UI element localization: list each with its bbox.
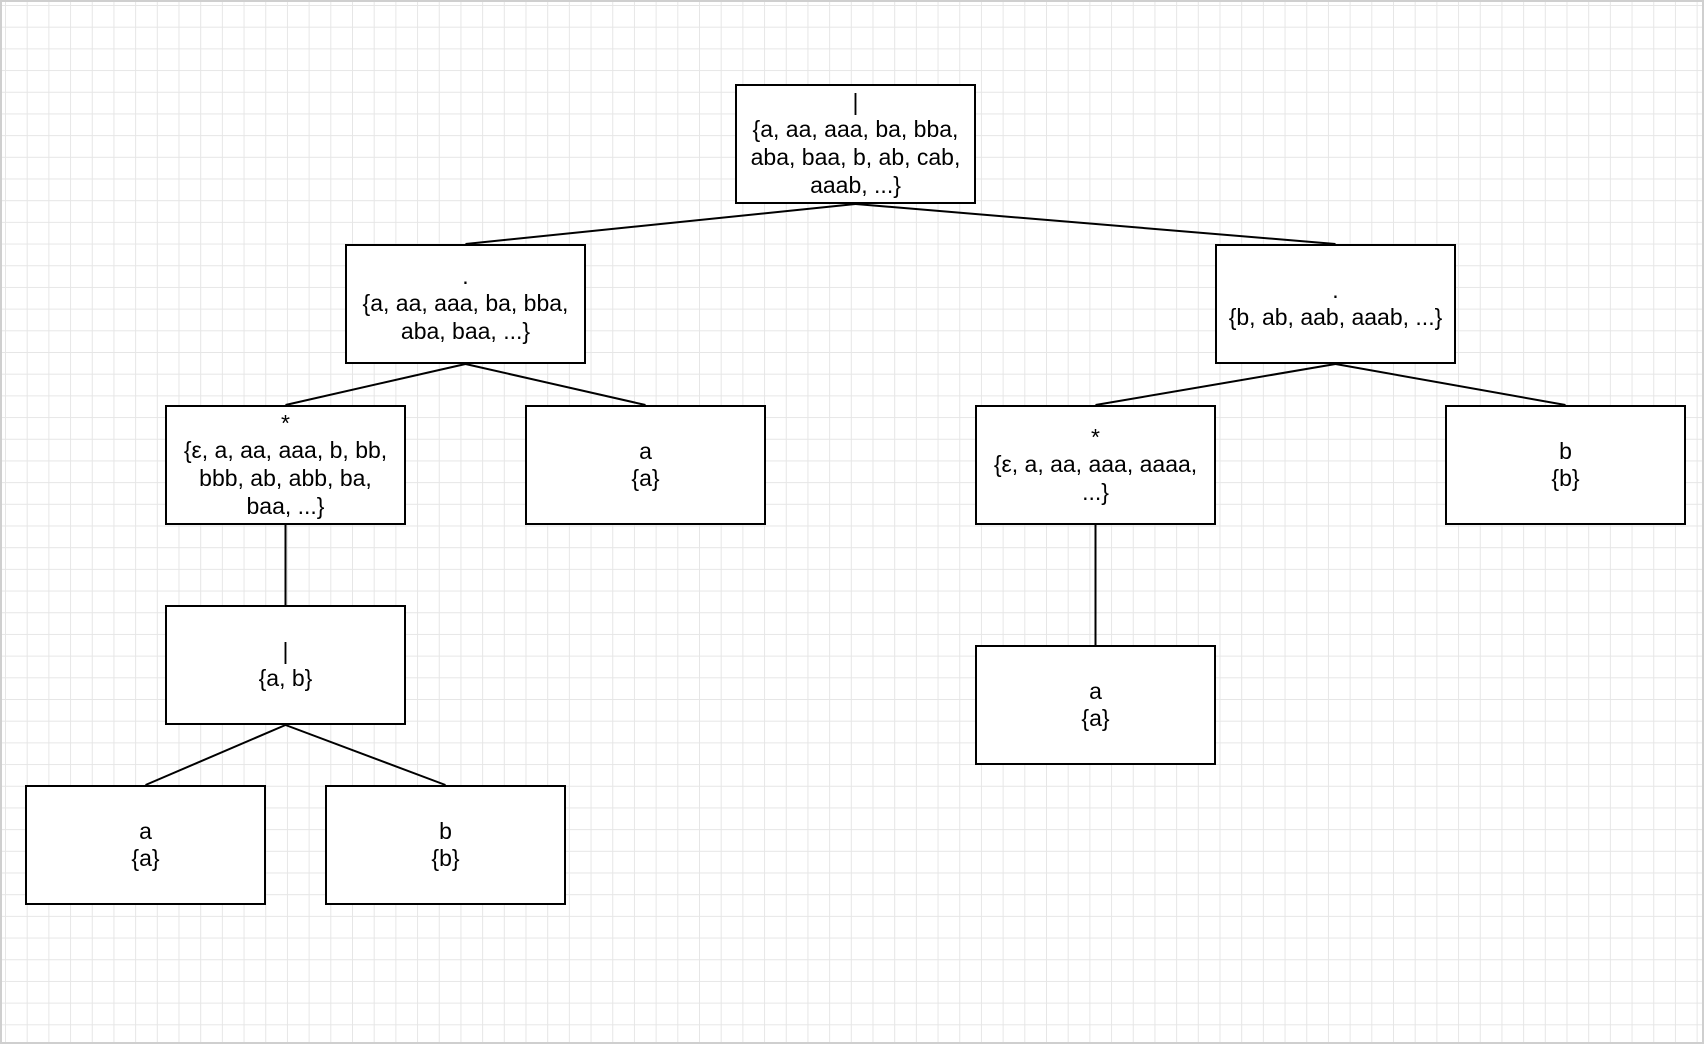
edge-root-cat1	[465, 203, 856, 245]
node-star-left[interactable]: * {ε, a, aa, aaa, b, bb, bbb, ab, abb, b…	[165, 405, 406, 525]
node-language-set: {a, b}	[258, 665, 313, 691]
node-language-set: {b}	[431, 845, 460, 871]
node-operator: .	[1332, 277, 1339, 303]
node-language-set: {a}	[631, 465, 660, 491]
node-operator: a	[1089, 678, 1102, 704]
node-operator: b	[439, 818, 452, 844]
node-operator: |	[852, 89, 859, 115]
node-operator: a	[639, 438, 652, 464]
node-operator: |	[282, 638, 289, 664]
node-symbol-b-leaf[interactable]: b {b}	[325, 785, 566, 905]
node-operator: b	[1559, 438, 1572, 464]
edge-cat2-b1	[1335, 363, 1566, 406]
edge-cat1-a1	[465, 363, 646, 406]
node-union-inner[interactable]: | {a, b}	[165, 605, 406, 725]
node-symbol-a-leaf[interactable]: a {a}	[25, 785, 266, 905]
node-symbol-a-left[interactable]: a {a}	[525, 405, 766, 525]
node-operator: .	[462, 263, 469, 289]
edge-root-cat2	[855, 203, 1336, 245]
edge-alt2-a2	[145, 724, 286, 786]
edge-alt2-b2	[285, 724, 446, 786]
node-concat-left[interactable]: . {a, aa, aaa, ba, bba, aba, baa, ...}	[345, 244, 586, 364]
node-operator: *	[1091, 424, 1100, 450]
node-language-set: {ε, a, aa, aaa, aaaa, ...}	[993, 451, 1198, 505]
node-operator: *	[281, 410, 290, 436]
edge-cat2-star2	[1095, 363, 1336, 406]
node-concat-right[interactable]: . {b, ab, aab, aaab, ...}	[1215, 244, 1456, 364]
node-language-set: {a}	[1081, 705, 1110, 731]
node-language-set: {b}	[1551, 465, 1580, 491]
node-operator: a	[139, 818, 152, 844]
node-language-set: {ε, a, aa, aaa, b, bb, bbb, ab, abb, ba,…	[183, 437, 388, 519]
node-symbol-a-star-child[interactable]: a {a}	[975, 645, 1216, 765]
node-language-set: {a}	[131, 845, 160, 871]
node-star-right[interactable]: * {ε, a, aa, aaa, aaaa, ...}	[975, 405, 1216, 525]
node-language-set: {b, ab, aab, aaab, ...}	[1228, 304, 1443, 330]
node-symbol-b-right[interactable]: b {b}	[1445, 405, 1686, 525]
node-language-set: {a, aa, aaa, ba, bba, aba, baa, b, ab, c…	[750, 116, 961, 198]
node-language-set: {a, aa, aaa, ba, bba, aba, baa, ...}	[362, 290, 569, 344]
node-root-union[interactable]: | {a, aa, aaa, ba, bba, aba, baa, b, ab,…	[735, 84, 976, 204]
edge-cat1-star1	[285, 363, 466, 406]
